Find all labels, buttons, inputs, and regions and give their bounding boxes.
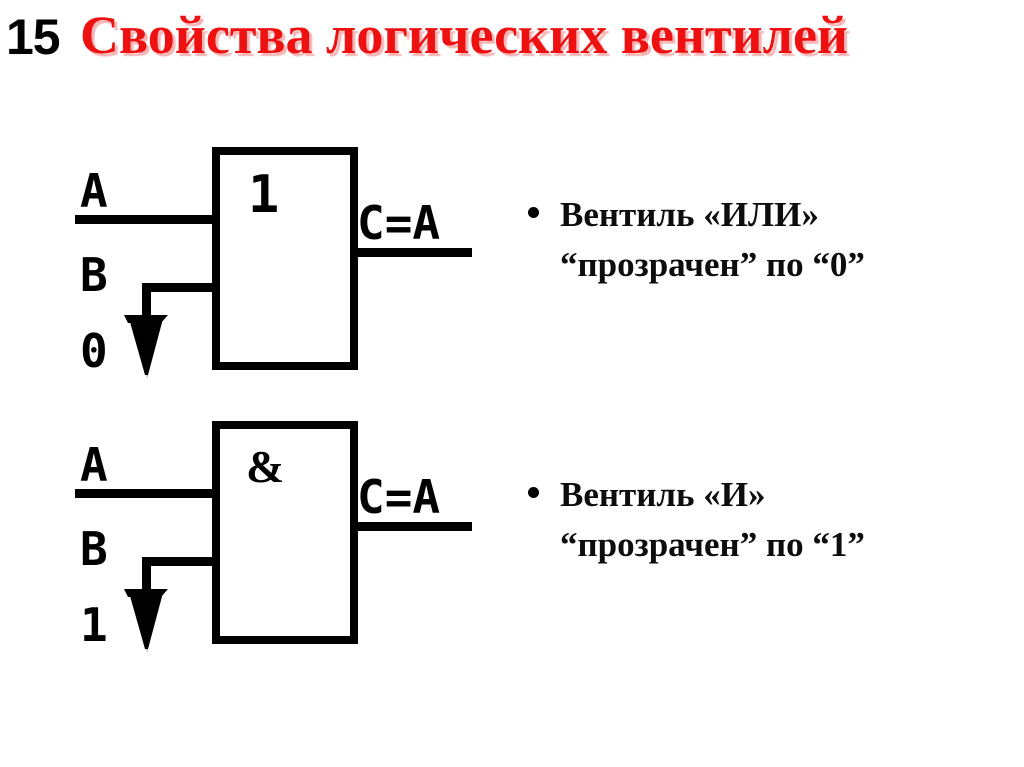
- or-input-a-label: A: [80, 164, 108, 218]
- or-input-a-wire: [75, 215, 220, 224]
- bullet-or-line-1: Вентиль «ИЛИ»: [560, 195, 819, 234]
- or-output-wire: [350, 248, 472, 257]
- and-gate-body: &: [212, 421, 358, 644]
- and-input-b-wire: [142, 557, 220, 566]
- or-input-b-label: B: [80, 248, 108, 302]
- bullet-or-text: Вентиль «ИЛИ» “прозрачен” по “0”: [560, 190, 1020, 290]
- bullet-and-line-2: “прозрачен” по “1”: [560, 525, 865, 564]
- page-title: Свойства логических вентилей: [80, 5, 849, 65]
- and-forced-value-label: 1: [80, 598, 108, 652]
- or-input-b-wire: [142, 283, 220, 292]
- or-forced-value-label: 0: [80, 324, 108, 378]
- or-gate-symbol: 1: [248, 165, 280, 225]
- slide-number: 15: [6, 9, 61, 65]
- bullet-or-line-2: “прозрачен” по “0”: [560, 245, 865, 284]
- or-gate-diagram: A B 0 1 C=A: [0, 130, 500, 390]
- and-input-a-label: A: [80, 438, 108, 492]
- and-down-arrow-icon: [124, 557, 168, 655]
- bullet-and-line-1: Вентиль «И»: [560, 475, 766, 514]
- or-down-arrow-icon: [124, 283, 168, 381]
- bullet-and-text: Вентиль «И» “прозрачен” по “1”: [560, 470, 1020, 570]
- and-input-b-label: B: [80, 522, 108, 576]
- and-output-label: C=A: [357, 470, 441, 524]
- and-gate-symbol: &: [246, 441, 285, 492]
- bullet-dot-icon: [528, 207, 539, 218]
- or-gate-body: 1: [212, 147, 358, 370]
- bullet-dot-icon: [528, 487, 539, 498]
- and-gate-diagram: A B 1 & C=A: [0, 404, 500, 664]
- and-input-a-wire: [75, 489, 220, 498]
- and-output-wire: [350, 522, 472, 531]
- or-output-label: C=A: [357, 196, 441, 250]
